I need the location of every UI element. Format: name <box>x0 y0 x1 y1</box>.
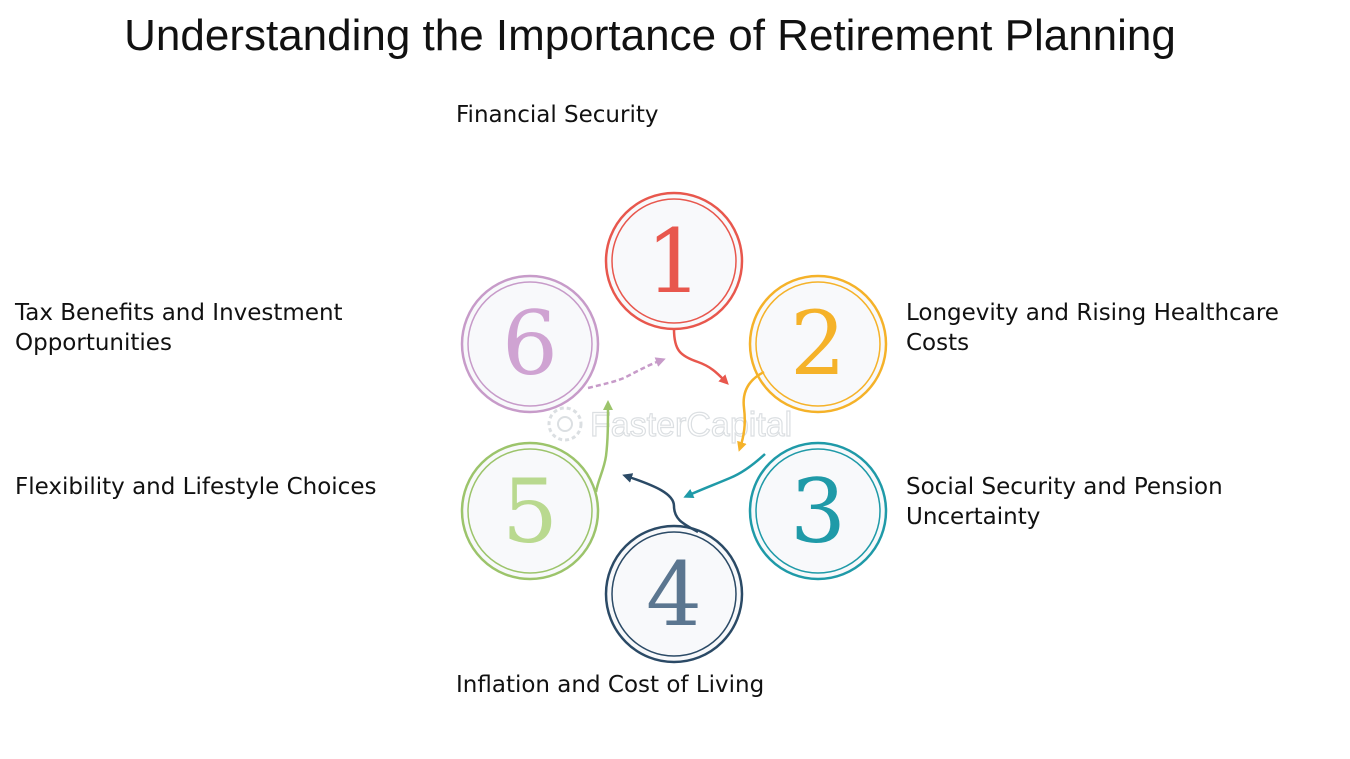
step-1-label-text: Financial Security <box>456 102 659 128</box>
step-4-label-text: Inflation and Cost of Living <box>456 672 765 698</box>
step-6-label-line-2: Opportunities <box>15 330 172 356</box>
watermark-text: FasterCapital <box>590 406 792 444</box>
step-1-number: 1 <box>646 210 702 313</box>
step-5-number: 5 <box>502 460 558 563</box>
step-5-label-text: Flexibility and Lifestyle Choices <box>15 474 377 500</box>
step-2-circle: 2 <box>748 274 888 414</box>
step-3-label-line-2: Uncertainty <box>906 504 1041 530</box>
step-6-label: Tax Benefits and Investment Opportunitie… <box>15 298 343 358</box>
arrow-1-to-2 <box>672 328 729 385</box>
step-3-circle: 3 <box>748 441 888 581</box>
arrow-3-to-4 <box>683 453 766 499</box>
step-3-number: 3 <box>790 460 846 563</box>
step-6-circle: 6 <box>460 274 600 414</box>
arrow-5-to-6 <box>594 400 613 493</box>
step-1-label: Financial Security <box>456 100 658 130</box>
step-4-number: 4 <box>646 543 702 646</box>
step-6-number: 6 <box>502 292 558 395</box>
step-3-label: Social Security and Pension Uncertainty <box>906 472 1223 532</box>
arrow-4-to-5 <box>622 473 699 534</box>
watermark-gear-icon <box>547 406 583 442</box>
step-2-label: Longevity and Rising Healthcare Costs <box>906 298 1279 358</box>
step-1-circle: 1 <box>604 191 744 331</box>
step-2-number: 2 <box>790 292 846 395</box>
watermark: FasterCapital <box>547 405 793 445</box>
arrow-2-to-3 <box>737 370 765 452</box>
arrow-6-to-1 <box>587 357 666 390</box>
page-title: Understanding the Importance of Retireme… <box>124 11 1176 60</box>
step-5-label: Flexibility and Lifestyle Choices <box>15 472 376 502</box>
step-6-label-line-1: Tax Benefits and Investment <box>15 300 343 326</box>
step-4-circle: 4 <box>604 524 744 664</box>
step-3-label-line-1: Social Security and Pension <box>906 474 1223 500</box>
step-4-label: Inflation and Cost of Living <box>456 670 764 700</box>
step-5-circle: 5 <box>460 441 600 581</box>
step-2-label-line-1: Longevity and Rising Healthcare <box>906 300 1279 326</box>
step-2-label-line-2: Costs <box>906 330 970 356</box>
